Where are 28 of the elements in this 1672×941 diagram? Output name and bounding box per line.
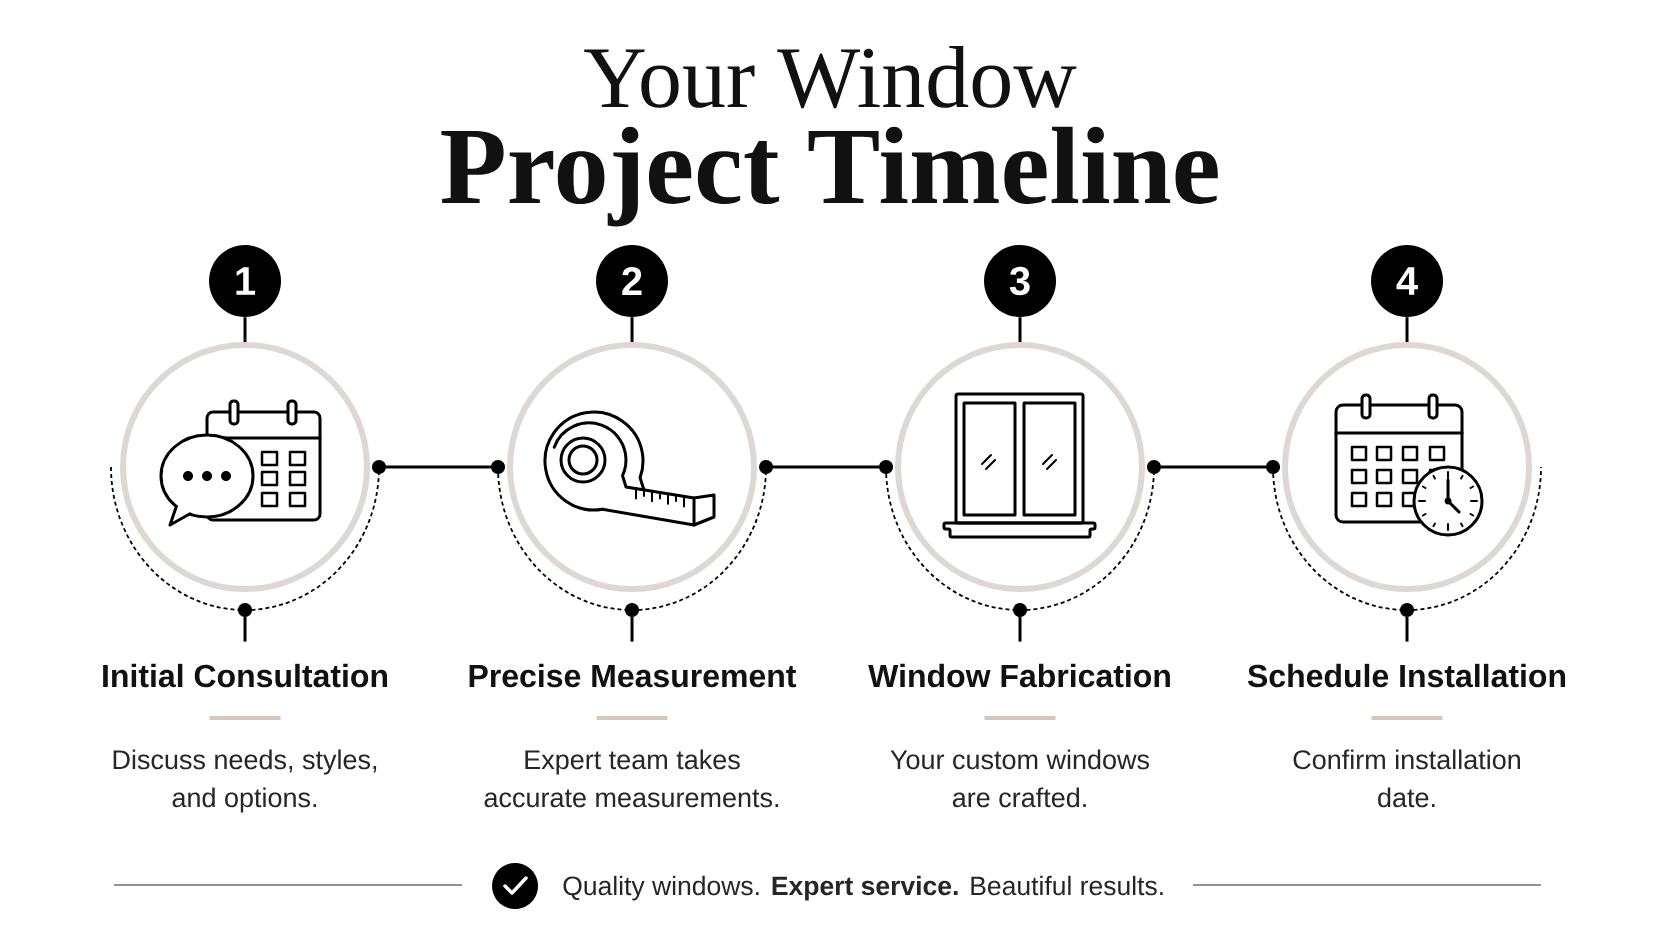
connector-line xyxy=(386,465,491,469)
connector-line xyxy=(630,317,634,342)
step-description: Expert team takes accurate measurements. xyxy=(484,749,779,808)
step-title: Initial Consultation xyxy=(103,663,388,688)
step-description: Discuss needs, styles, and options. xyxy=(113,749,377,813)
step-title: Window Fabrication xyxy=(868,663,1170,688)
connector-line xyxy=(773,465,879,469)
connector-line xyxy=(243,617,247,642)
connector-line xyxy=(1405,617,1409,642)
tagline: Quality windows. Expert service. Beautiful results. xyxy=(563,875,1163,901)
connector-line xyxy=(1161,465,1266,469)
step-title: Schedule Installation xyxy=(1247,663,1566,688)
number-badge: 3 xyxy=(984,245,1056,317)
title: Your Window Project Timeline xyxy=(441,45,1218,227)
number-badge: 2 xyxy=(596,245,668,317)
step-description: Your custom windows are crafted. xyxy=(890,749,1150,808)
step-title: Precise Measurement xyxy=(469,663,797,688)
step-description: Confirm installation date. xyxy=(1293,749,1520,808)
number-badge: 1 xyxy=(209,245,281,317)
connector-line xyxy=(243,317,247,342)
connector-line xyxy=(1018,617,1022,642)
step-circle xyxy=(507,342,757,592)
connector-line xyxy=(1405,317,1409,342)
number-badge: 4 xyxy=(1371,245,1443,317)
connector-line xyxy=(1018,317,1022,342)
step-circle xyxy=(895,342,1145,592)
connector-line xyxy=(630,617,634,642)
step-circle xyxy=(1282,342,1532,592)
